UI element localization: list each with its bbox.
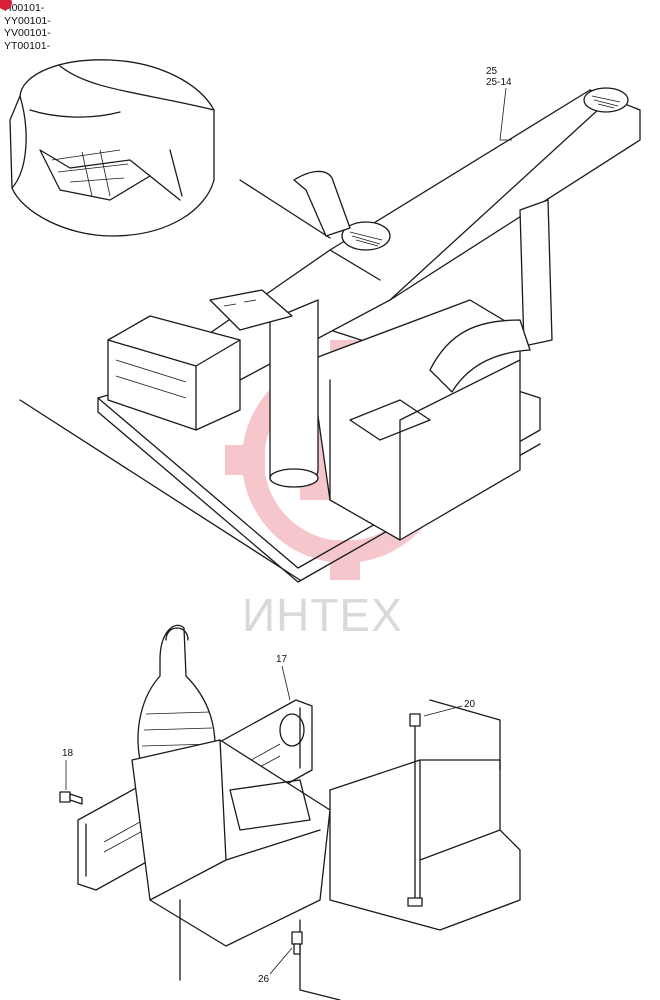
- bolt-26: [291, 931, 303, 955]
- callout-20: 20: [464, 699, 476, 710]
- console-assembly: [77, 624, 521, 1000]
- bolt-20: [407, 713, 423, 907]
- callout-18: 18: [62, 748, 74, 759]
- serial-line: YY00101-: [4, 14, 51, 27]
- duct-assembly: [19, 87, 641, 583]
- bolt-18: [59, 791, 83, 805]
- callout-26: 26: [258, 974, 270, 985]
- serial-list: H00101- YY00101- YV00101- YT00101-: [0, 0, 51, 52]
- watermark-text: ИНТЕХ: [242, 589, 403, 641]
- cab-inset: [9, 59, 215, 237]
- callout-25: 25: [486, 66, 498, 77]
- callout-25-14: 25-14: [486, 77, 512, 88]
- serial-line: YV00101-: [4, 27, 51, 39]
- serial-line: YT00101-: [4, 39, 51, 52]
- status-badge: [0, 0, 12, 10]
- callout-17: 17: [276, 654, 288, 665]
- serial-line: H00101-: [4, 2, 45, 14]
- leader-lines: [65, 87, 512, 975]
